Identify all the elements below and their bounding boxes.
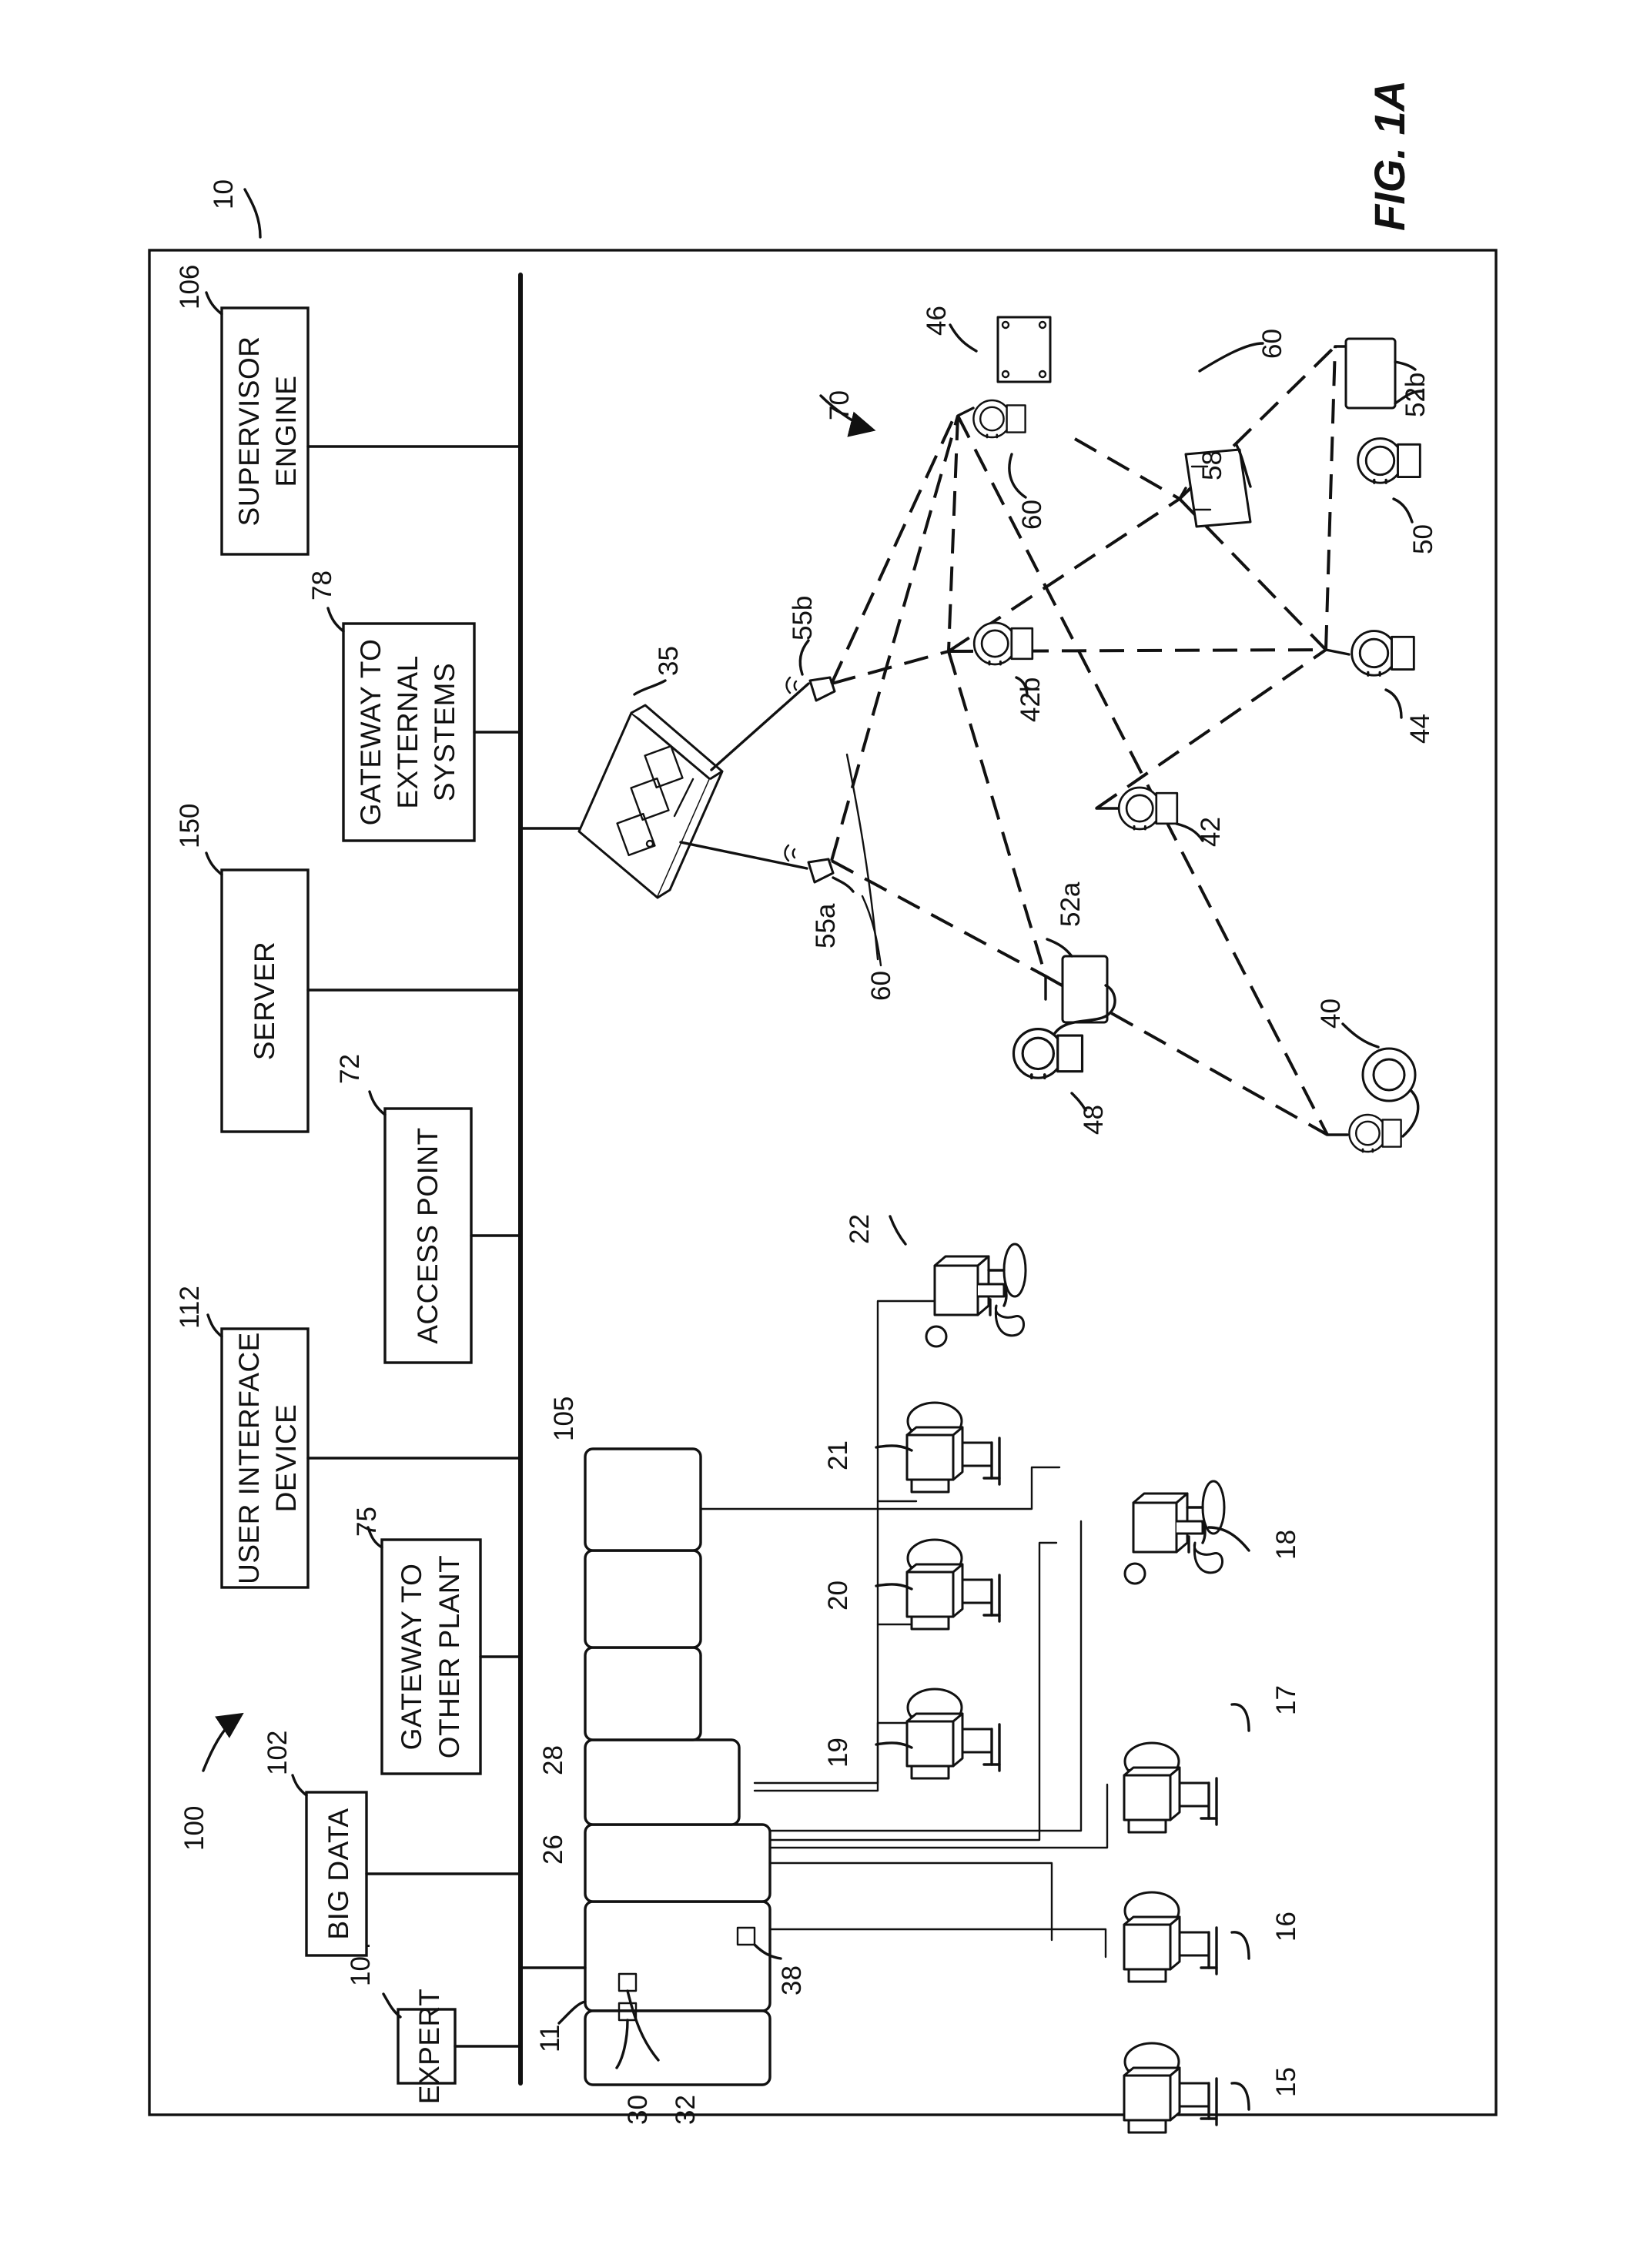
supervisor-line2: ENGINE	[270, 376, 302, 487]
server-label: SERVER	[249, 942, 280, 1061]
figure-label: FIG. 1A	[1365, 80, 1414, 231]
controller-ref: 11	[535, 2025, 565, 2052]
dev-46-ref: 46	[922, 306, 952, 336]
device-22	[926, 1244, 1026, 1346]
gateway-external-line3: SYSTEMS	[429, 663, 460, 801]
dev-22-ref: 22	[845, 1214, 875, 1244]
device-16	[1124, 1892, 1217, 1982]
card-28-ref: 28	[538, 1745, 568, 1775]
dev-21-ref: 21	[823, 1440, 853, 1470]
device-44	[1352, 631, 1414, 676]
server-ref: 150	[175, 804, 205, 848]
dev-16-ref: 16	[1271, 1912, 1301, 1942]
device-48	[1013, 1029, 1082, 1079]
dev-19-ref: 19	[823, 1738, 853, 1768]
ctrl-30-ref: 30	[623, 2095, 653, 2125]
io-card-28	[585, 1740, 739, 1825]
ui-device-line2: DEVICE	[270, 1404, 302, 1513]
dev-44-ref: 44	[1405, 714, 1435, 744]
io-card-26	[585, 1825, 770, 1902]
adapter-52a-ref: 52a	[1056, 881, 1086, 927]
big-data-label: BIG DATA	[323, 1808, 354, 1939]
dev-58-ref: 58	[1197, 450, 1227, 480]
link-60-ref-c: 60	[1017, 500, 1047, 530]
adapter-52b-ref: 52b	[1401, 373, 1431, 417]
big-data-ref: 102	[263, 1731, 293, 1775]
wireless-gateway-35	[579, 705, 722, 898]
device-40-transmitter	[1349, 1115, 1401, 1152]
expert-label: EXPERT	[413, 1989, 445, 2104]
dev-50-ref: 50	[1408, 524, 1438, 554]
device-46	[998, 317, 1050, 382]
mesh-ref: 70	[825, 390, 855, 420]
dev-15-ref: 15	[1271, 2067, 1301, 2097]
dev-20-ref: 20	[823, 1581, 853, 1611]
plant-ref: 100	[179, 1806, 209, 1851]
device-18	[1125, 1481, 1224, 1584]
device-15	[1124, 2043, 1217, 2133]
bus-ref: 105	[549, 1397, 579, 1441]
dev-17-ref: 17	[1271, 1685, 1301, 1715]
gateway-external-line2: EXTERNAL	[392, 655, 423, 808]
card-26-ref: 26	[538, 1835, 568, 1865]
dev-40-ref: 40	[1316, 999, 1346, 1029]
ctrl-32-ref: 32	[671, 2095, 701, 2125]
device-21	[907, 1403, 999, 1492]
gateway-35-ref: 35	[654, 646, 684, 676]
gateway-other-plant-line1: GATEWAY TO	[396, 1564, 427, 1751]
dev-42b-ref: 42b	[1016, 677, 1046, 722]
link-60-ref-b: 60	[1257, 329, 1287, 359]
supervisor-line1: SUPERVISOR	[233, 336, 265, 527]
dev-18-ref: 18	[1271, 1530, 1301, 1560]
device-19	[907, 1689, 999, 1778]
link-60-ref-a: 60	[866, 971, 896, 1001]
gateway-external-line1: GATEWAY TO	[355, 639, 387, 826]
gateway-other-plant-line2: OTHER PLANT	[433, 1555, 465, 1759]
router-55a	[785, 845, 834, 882]
dev-48-ref: 48	[1079, 1105, 1109, 1135]
ui-device-line1: USER INTERFACE	[233, 1332, 265, 1584]
device-20	[907, 1540, 999, 1629]
dev-42-ref: 42	[1196, 817, 1226, 847]
device-46-transmitter	[973, 400, 1025, 437]
access-point-label: ACCESS POINT	[412, 1127, 443, 1344]
adapter-52a	[1046, 956, 1115, 1039]
gateway-other-plant-ref: 75	[352, 1507, 382, 1537]
controller-11	[585, 1902, 770, 2011]
device-42	[1119, 788, 1177, 829]
ctrl-38-ref: 38	[777, 1965, 807, 1995]
router-55a-ref: 55a	[811, 903, 841, 948]
supervisor-ref: 106	[175, 265, 205, 309]
device-17	[1124, 1743, 1217, 1832]
access-point-ref: 72	[335, 1054, 365, 1084]
gateway-external-ref: 78	[307, 570, 337, 600]
system-ref: 10	[209, 179, 239, 209]
device-42b	[974, 623, 1033, 664]
device-50	[1358, 439, 1421, 483]
ui-device-ref: 112	[175, 1286, 205, 1329]
router-55b-ref: 55b	[788, 596, 818, 641]
